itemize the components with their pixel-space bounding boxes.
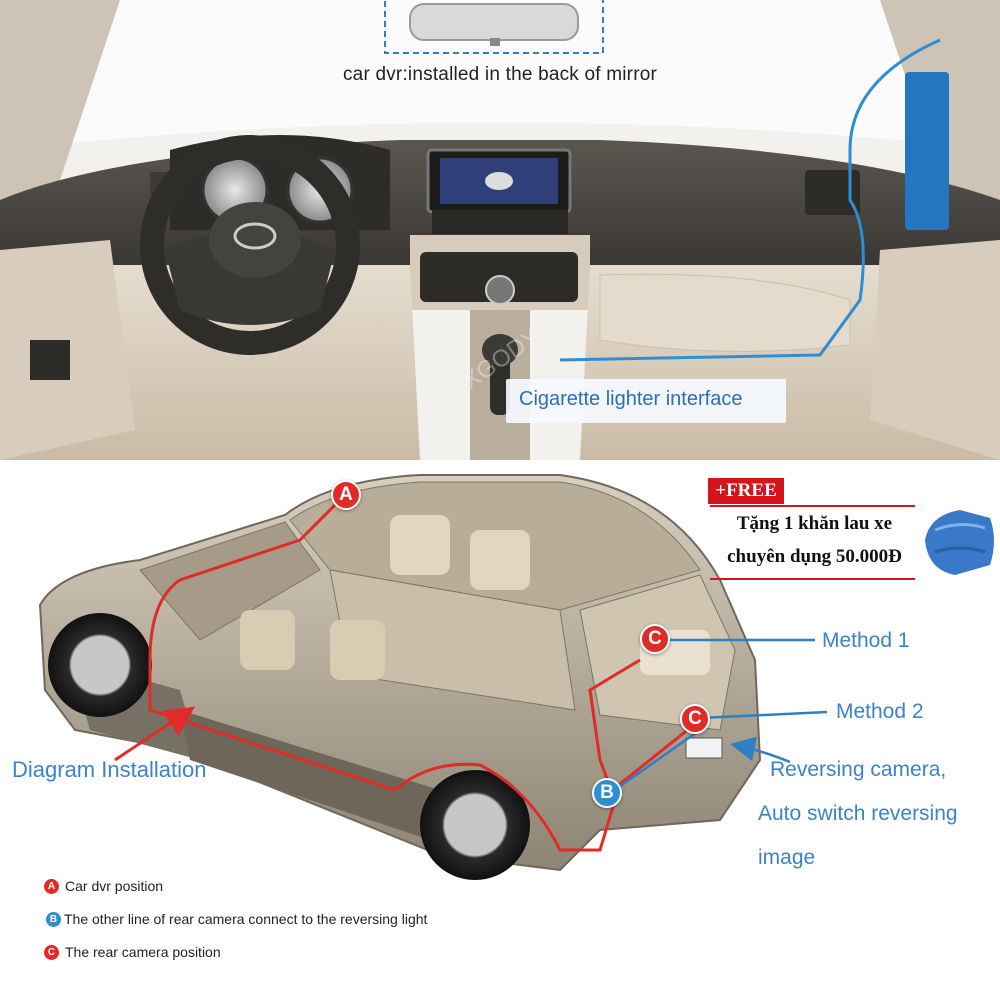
microfiber-towel-image bbox=[925, 510, 994, 575]
promo-divider-bottom bbox=[710, 578, 915, 580]
legend-item-c: C The rear camera position bbox=[44, 944, 221, 960]
window-switches bbox=[30, 340, 70, 380]
car-interior-illustration: XGODY bbox=[0, 0, 1000, 460]
marker-a: A bbox=[331, 480, 361, 510]
mirror-highlight-frame bbox=[384, 0, 604, 54]
marker-c-method-2: C bbox=[680, 704, 710, 734]
dvr-cable-route bbox=[148, 493, 641, 852]
dvr-device-icon bbox=[905, 72, 949, 230]
diagram-title: Diagram Installation bbox=[12, 757, 207, 782]
legend-marker-c: C bbox=[44, 944, 59, 960]
reversing-line-2: Auto switch reversing bbox=[758, 802, 958, 825]
mirror-install-caption: car dvr:installed in the back of mirror bbox=[342, 64, 658, 85]
car-interior-photo: XGODY car dvr:installed in the back of m… bbox=[0, 0, 1000, 460]
power-caption: Cigarette lighter interface bbox=[519, 388, 743, 410]
legend-marker-b: B bbox=[46, 911, 61, 927]
power-caption-box bbox=[506, 379, 786, 423]
legend-item-a: A Car dvr position bbox=[44, 878, 163, 894]
legend-text-a: Car dvr position bbox=[65, 878, 164, 894]
front-wheel bbox=[48, 613, 152, 717]
marker-c-method-1: C bbox=[640, 624, 670, 654]
diagram-arrow bbox=[114, 706, 195, 762]
method-2-pointer bbox=[699, 710, 828, 720]
rear-wheel bbox=[420, 770, 530, 880]
steering-wheel bbox=[140, 135, 360, 355]
power-cable-route bbox=[559, 38, 941, 362]
car-cutaway-illustration bbox=[38, 474, 994, 880]
promo-line-2: chuyên dụng 50.000Đ bbox=[727, 546, 902, 567]
legend-text-c: The rear camera position bbox=[65, 944, 221, 960]
marker-b: B bbox=[592, 778, 622, 808]
promo-divider-top bbox=[710, 505, 915, 507]
legend-text-b: The other line of rear camera connect to… bbox=[64, 911, 428, 927]
method-1-label: Method 1 bbox=[822, 629, 910, 652]
reversing-line-1: Reversing camera, bbox=[770, 758, 947, 781]
method-2-label: Method 2 bbox=[836, 700, 924, 723]
reversing-camera-pointer bbox=[730, 736, 791, 764]
reversing-line-3: image bbox=[758, 846, 816, 869]
promo-line-1: Tặng 1 khăn lau xe bbox=[736, 513, 893, 534]
installation-diagram: A C C B Diagram Installation Method 1 Me… bbox=[0, 460, 1000, 1000]
free-gift-badge: +FREE bbox=[708, 478, 784, 504]
rearview-mirror bbox=[409, 3, 579, 41]
legend-marker-a: A bbox=[44, 878, 59, 894]
legend-item-b: B The other line of rear camera connect … bbox=[46, 911, 427, 927]
